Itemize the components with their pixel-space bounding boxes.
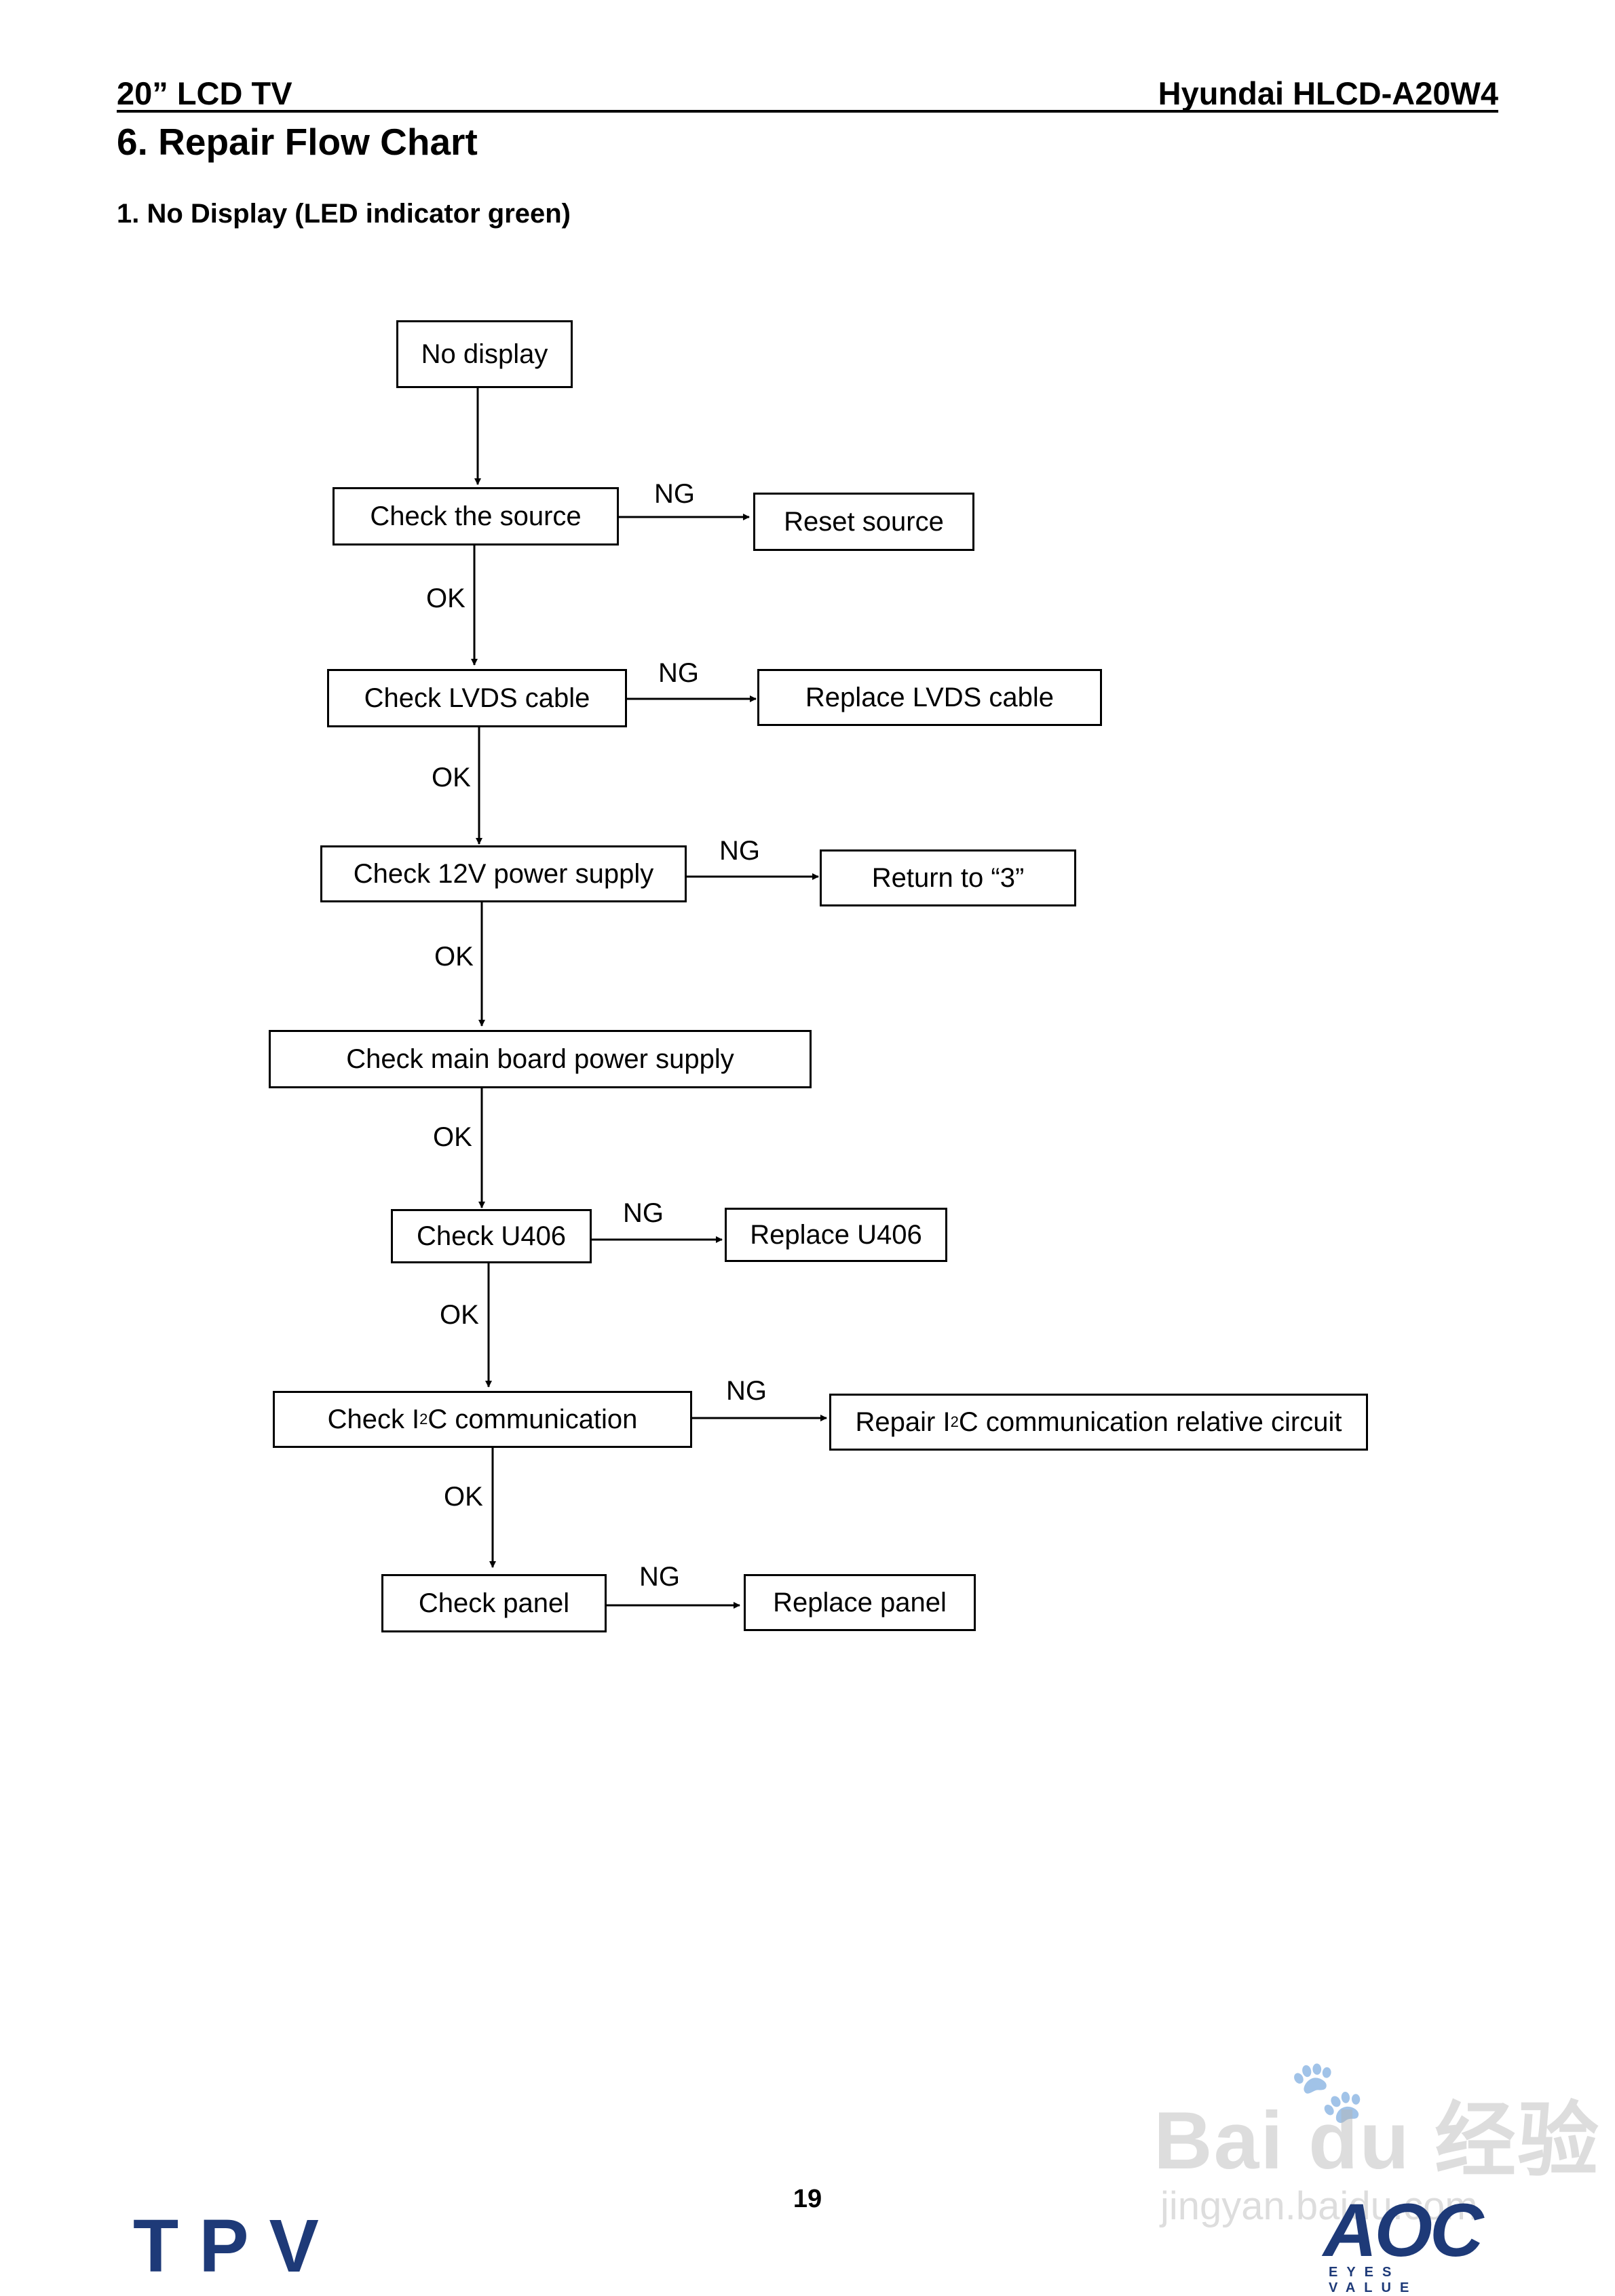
flow-replace-panel: Replace panel (744, 1574, 976, 1631)
label-ng: NG (726, 1376, 767, 1406)
flow-repair-i2c-post: C communication relative circuit (958, 1407, 1342, 1437)
watermark-url: jingyan.baidu.com (1160, 2184, 1478, 2228)
flow-check-u406: Check U406 (391, 1209, 592, 1263)
label-ok: OK (444, 1482, 483, 1512)
watermark-text: Bai du 经验 (1154, 2095, 1601, 2186)
flow-check-source: Check the source (332, 487, 619, 546)
flow-replace-lvds: Replace LVDS cable (757, 669, 1102, 726)
header-product: 20” LCD TV (117, 75, 292, 111)
subsection-title: 1. No Display (LED indicator green) (117, 199, 571, 229)
label-ok: OK (426, 583, 466, 613)
watermark-paw-icon: 🐾 (1289, 2058, 1366, 2126)
flow-check-lvds: Check LVDS cable (327, 669, 627, 727)
label-ng: NG (658, 658, 699, 688)
flow-check-12v: Check 12V power supply (320, 845, 687, 902)
header-rule (117, 110, 1498, 113)
tpv-logo: TPV (133, 2204, 339, 2288)
flow-repair-i2c-pre: Repair I (855, 1407, 951, 1437)
page-number: 19 (793, 2185, 822, 2213)
label-ok: OK (432, 763, 471, 792)
label-ng: NG (719, 836, 760, 866)
flow-return-to-3: Return to “3” (820, 849, 1076, 906)
label-ok: OK (434, 942, 474, 972)
aoc-logo: AOC EYES VALUE (1323, 2189, 1500, 2296)
label-ok: OK (433, 1122, 472, 1152)
header-model: Hyundai HLCD-A20W4 (1158, 75, 1498, 111)
label-ng: NG (654, 479, 695, 509)
flow-check-i2c-post: C communication (428, 1404, 638, 1434)
flow-check-mainboard: Check main board power supply (269, 1030, 812, 1088)
flow-reset-source: Reset source (753, 493, 974, 551)
flow-start-box: No display (396, 320, 573, 388)
aoc-logo-mark: AOC (1323, 2189, 1483, 2272)
section-title: 6. Repair Flow Chart (117, 121, 478, 163)
flow-replace-u406: Replace U406 (725, 1208, 947, 1262)
flow-check-panel: Check panel (381, 1574, 607, 1632)
label-ok: OK (440, 1300, 479, 1330)
label-ng: NG (639, 1562, 680, 1592)
label-ng: NG (623, 1198, 664, 1228)
flow-check-i2c-pre: Check I (327, 1404, 420, 1434)
